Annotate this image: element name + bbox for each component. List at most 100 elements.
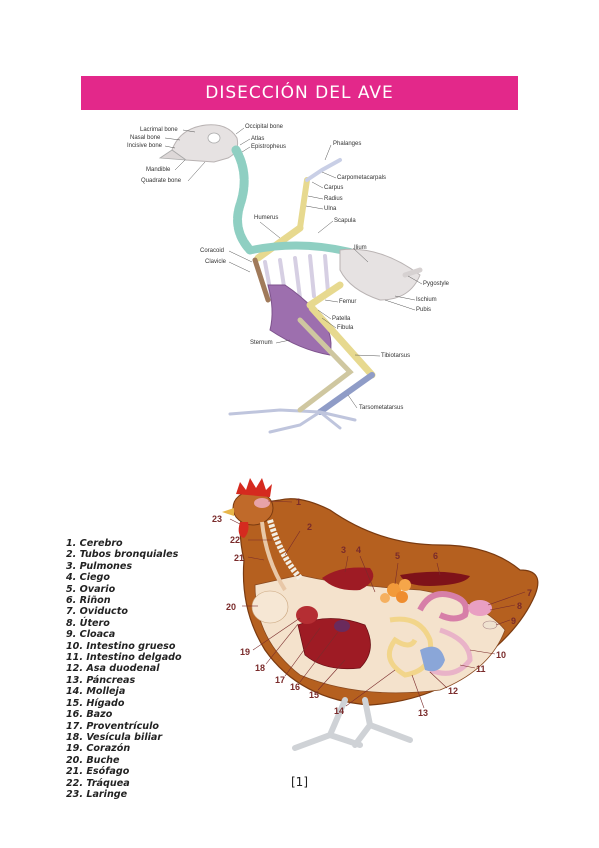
spine-back xyxy=(248,241,354,256)
number-13: 13 xyxy=(418,708,428,718)
intestines-organ xyxy=(386,616,434,678)
label-epistropheus: Epistropheus xyxy=(251,144,287,150)
tarsometatarsus-bone xyxy=(317,372,375,415)
small-intestine-organ xyxy=(429,627,473,676)
number-4: 4 xyxy=(356,545,361,555)
number-3: 3 xyxy=(341,545,346,555)
spleen-organ xyxy=(334,620,350,632)
legend-item: 22. Tráquea xyxy=(66,777,130,789)
label-radius: Radius xyxy=(324,196,343,202)
eye-socket xyxy=(207,132,221,144)
number-19: 19 xyxy=(240,647,250,657)
radius-ulna-bone xyxy=(297,177,310,231)
lungs-organ xyxy=(322,567,374,591)
number-23: 23 xyxy=(212,514,222,524)
organ-legend: 1. Cerebro 2. Tubos bronquiales 3. Pulmo… xyxy=(66,538,182,800)
bird-skeleton-illustration xyxy=(158,124,423,434)
label-nasal-bone: Nasal bone xyxy=(130,135,161,141)
legend-item: 1. Cerebro xyxy=(66,538,123,549)
chicken-anatomy-illustration: 1 2 3 4 5 6 7 8 9 10 11 12 13 14 15 16 1… xyxy=(212,478,539,751)
label-incisive-bone: Incisive bone xyxy=(127,143,163,149)
label-pubis: Pubis xyxy=(416,307,432,313)
label-ilium: Ilium xyxy=(354,245,367,251)
carpometacarpus-bone xyxy=(305,158,342,182)
label-mandible: Mandible xyxy=(146,167,171,173)
crop-organ xyxy=(251,590,289,624)
trachea-organ xyxy=(267,519,303,580)
legend-item: 3. Pulmones xyxy=(66,560,133,572)
label-tibiotarsus: Tibiotarsus xyxy=(381,353,411,359)
label-sternum: Sternum xyxy=(250,340,273,346)
number-15: 15 xyxy=(309,690,319,700)
label-humerus: Humerus xyxy=(254,215,279,221)
label-phalanges: Phalanges xyxy=(333,141,362,147)
toes-bones xyxy=(228,408,357,434)
label-carpometacarpals: Carpometacarpals xyxy=(337,175,387,181)
number-18: 18 xyxy=(255,663,265,673)
legend-item: 20. Buche xyxy=(66,754,120,766)
number-17: 17 xyxy=(275,675,285,685)
legend-item: 9. Cloaca xyxy=(66,629,116,641)
number-8: 8 xyxy=(517,601,522,611)
tibiotarsus-bone xyxy=(308,304,376,379)
beak xyxy=(158,149,188,161)
kidney-organ xyxy=(400,571,470,586)
number-21: 21 xyxy=(234,553,244,563)
legend-item: 13. Páncreas xyxy=(66,674,136,686)
number-7: 7 xyxy=(527,588,532,598)
number-11: 11 xyxy=(476,664,486,674)
wattle xyxy=(238,522,249,538)
uterus-organ xyxy=(468,600,492,616)
label-fibula: Fibula xyxy=(337,325,354,331)
label-occipital-bone: Occipital bone xyxy=(245,124,284,130)
oviduct-organ xyxy=(417,591,469,622)
label-patella: Patella xyxy=(332,316,351,322)
number-5: 5 xyxy=(395,551,400,561)
page-title: DISECCIÓN DEL AVE xyxy=(81,76,518,110)
legend-item: 7. Oviducto xyxy=(66,606,128,618)
label-femur: Femur xyxy=(339,299,357,305)
pelvis xyxy=(339,248,421,301)
number-6: 6 xyxy=(433,551,438,561)
legend-item: 11. Intestino delgado xyxy=(66,652,182,664)
femur-bone xyxy=(306,281,344,309)
label-quadrate-bone: Quadrate bone xyxy=(141,178,182,184)
ribs xyxy=(263,254,330,302)
cervical-vertebrae xyxy=(231,145,255,255)
footnote-reference: [1] xyxy=(291,775,308,789)
legend-item: 16. Bazo xyxy=(66,709,113,721)
number-10: 10 xyxy=(496,650,506,660)
legend-item: 10. Intestino grueso xyxy=(66,640,176,652)
coracoid-bone xyxy=(252,257,271,303)
legend-item: 12. Asa duodenal xyxy=(66,663,160,675)
gizzard-organ xyxy=(420,646,445,672)
number-2: 2 xyxy=(307,522,312,532)
comb xyxy=(236,478,272,497)
label-clavicle: Clavicle xyxy=(205,259,227,265)
legend-item: 8. Útero xyxy=(66,617,110,629)
ovary-organ xyxy=(380,579,411,603)
legend-item: 4. Ciego xyxy=(66,572,110,584)
label-carpus: Carpus xyxy=(324,185,344,191)
number-9: 9 xyxy=(511,616,516,626)
number-20: 20 xyxy=(226,602,236,612)
number-16: 16 xyxy=(290,682,300,692)
legend-item: 2. Tubos bronquiales xyxy=(66,549,179,561)
esophagus-organ xyxy=(260,521,287,592)
legend-item: 19. Corazón xyxy=(66,743,131,755)
label-pygostyle: Pygostyle xyxy=(423,281,450,287)
legend-item: 6. Riñon xyxy=(66,595,111,607)
legend-item: 18. Vesícula biliar xyxy=(66,731,163,743)
label-scapula: Scapula xyxy=(334,218,356,224)
label-ulna: Ulna xyxy=(324,206,337,212)
number-22: 22 xyxy=(230,535,240,545)
pygostyle-bone xyxy=(402,267,423,278)
number-14: 14 xyxy=(334,706,344,716)
legend-item: 17. Proventrículo xyxy=(66,720,159,732)
number-12: 12 xyxy=(448,686,458,696)
skull xyxy=(171,124,239,163)
legend-item: 14. Molleja xyxy=(66,686,126,698)
legend-item: 15. Hígado xyxy=(66,697,125,709)
label-coracoid: Coracoid xyxy=(200,248,225,254)
legs xyxy=(292,697,413,751)
